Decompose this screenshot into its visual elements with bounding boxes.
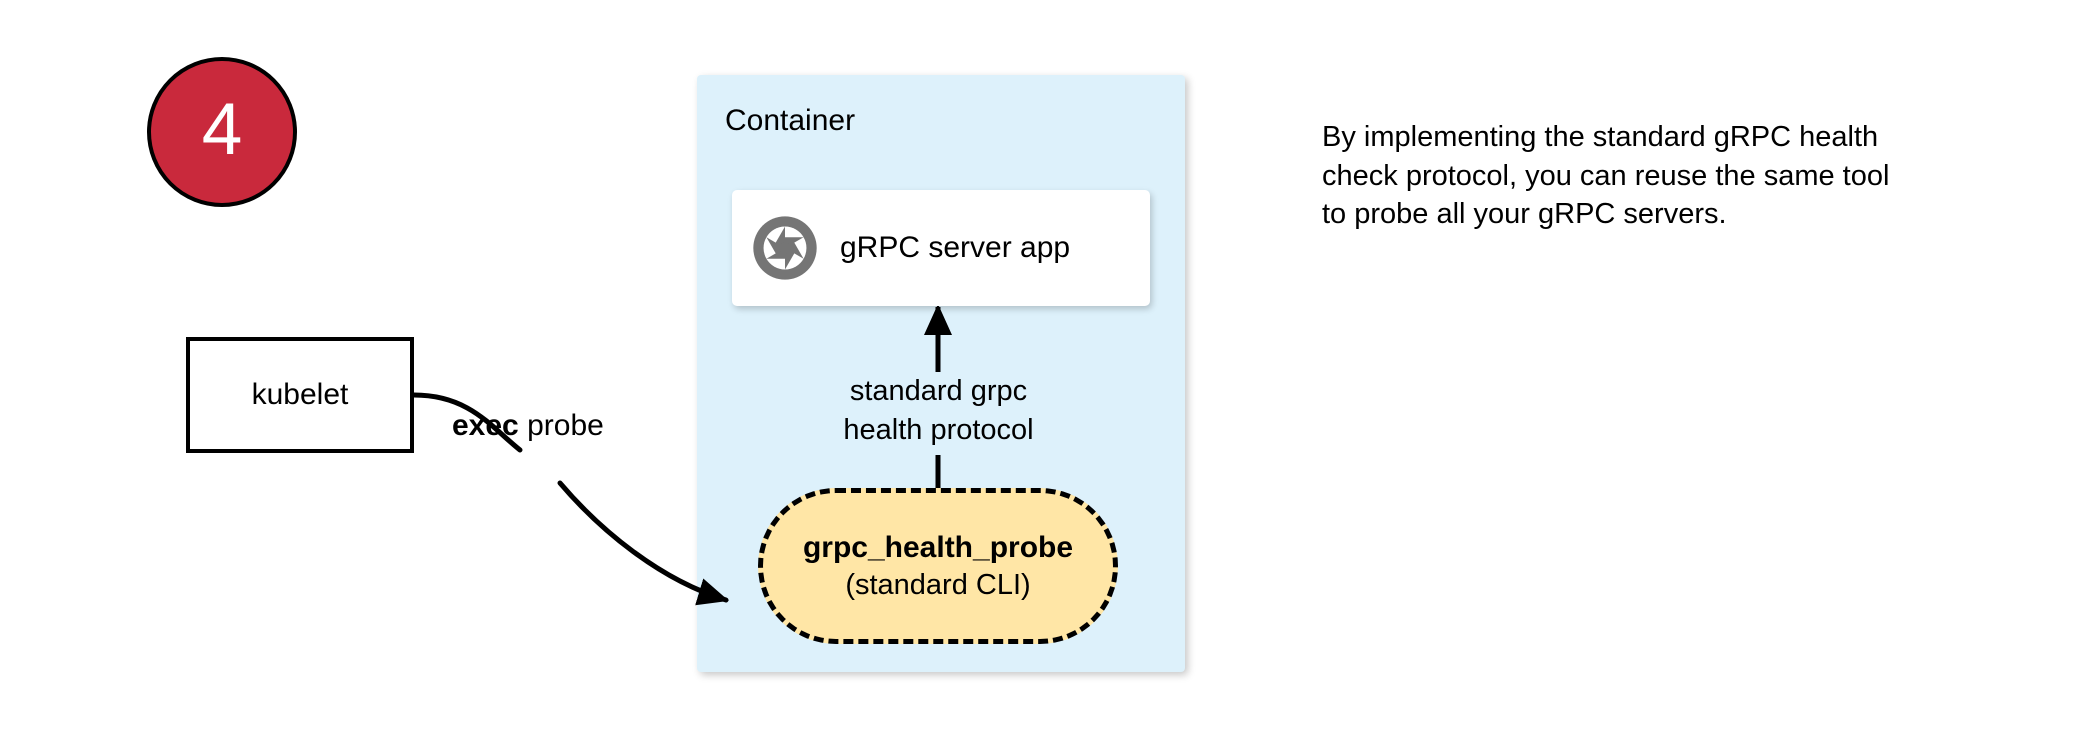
step-number-label: 4 xyxy=(201,88,243,170)
grpc-health-probe-subtitle: (standard CLI) xyxy=(845,568,1031,601)
grpc-logo-icon xyxy=(753,216,817,280)
side-note-text: By implementing the standard gRPC health… xyxy=(1322,121,1890,231)
exec-probe-edge-label-keyword: exec xyxy=(452,409,519,442)
grpc-health-probe-node: grpc_health_probe (standard CLI) xyxy=(758,488,1118,644)
exec-probe-edge-label-rest: probe xyxy=(518,409,604,442)
grpc-server-app-card: gRPC server app xyxy=(732,190,1150,306)
grpc-health-probe-title: grpc_health_probe xyxy=(802,531,1074,565)
exec-probe-edge-label: exec probe xyxy=(452,408,604,444)
container-title: Container xyxy=(725,104,856,137)
health-protocol-edge-label-line2: health protocol xyxy=(843,413,1034,446)
kubelet-box: kubelet xyxy=(186,337,414,453)
health-protocol-edge-label-line1: standard grpc xyxy=(849,375,1028,407)
health-protocol-edge-label: standard grpc health protocol xyxy=(826,372,1051,449)
step-number-badge: 4 xyxy=(147,57,297,207)
grpc-server-app-label: gRPC server app xyxy=(840,231,1071,264)
kubelet-label: kubelet xyxy=(251,378,349,411)
